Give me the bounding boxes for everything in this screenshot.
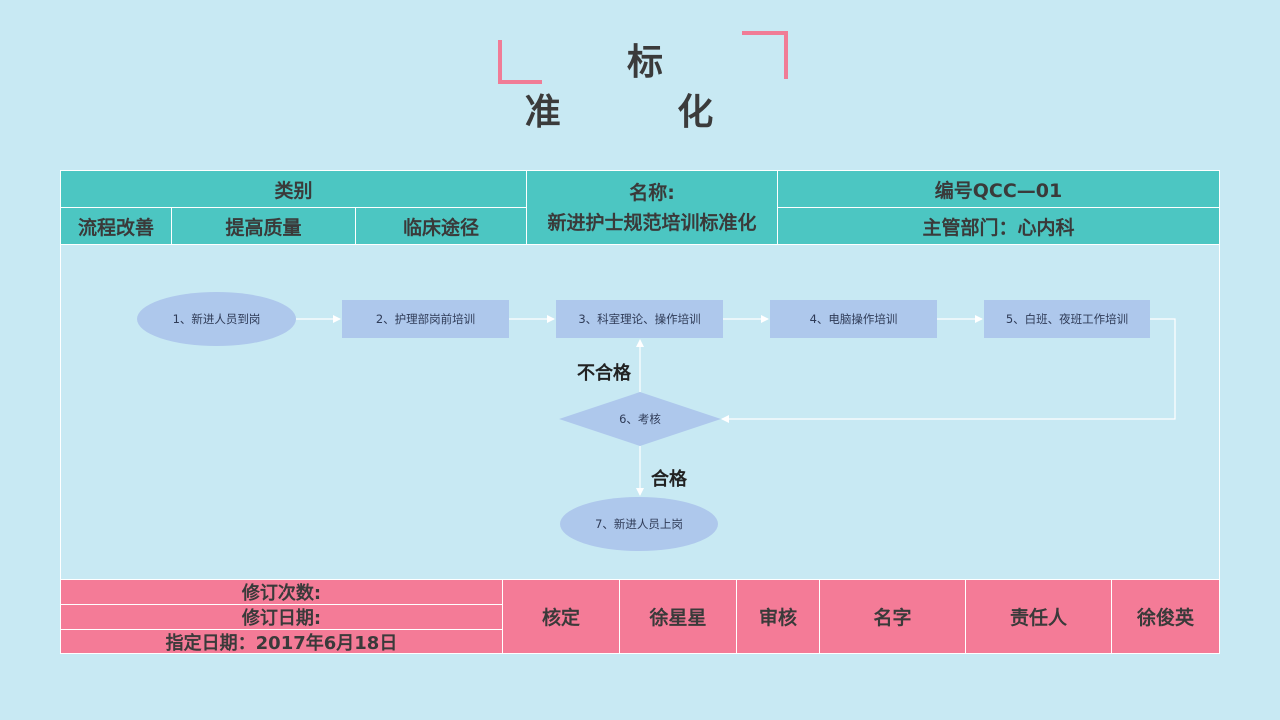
footer-verifier-name: 徐星星 — [619, 579, 737, 654]
department-cell: 主管部门：心内科 — [777, 207, 1220, 245]
step-2-pre-job-training: 2、护理部岗前培训 — [342, 300, 509, 338]
pass-label: 合格 — [651, 469, 687, 490]
revision-date: 修订日期: — [60, 604, 503, 630]
step-1-new-staff-arrival: 1、新进人员到岗 — [137, 292, 296, 346]
step-4-computer-training: 4、电脑操作培训 — [770, 300, 937, 338]
footer-responsible-label: 责任人 — [965, 579, 1112, 654]
footer-responsible-name: 徐俊英 — [1111, 579, 1220, 654]
page-title: 标 准 化 — [524, 42, 766, 133]
title-area: 标 准 化 — [0, 0, 1280, 133]
code-cell: 编号QCC—01 — [777, 170, 1220, 208]
name-value: 新进护士规范培训标准化 — [547, 211, 757, 234]
step-7-start-work: 7、新进人员上岗 — [560, 497, 718, 551]
name-label: 名称: — [629, 181, 675, 204]
title-bracket-left — [498, 40, 542, 84]
category-process-improvement: 流程改善 — [60, 207, 172, 245]
category-header: 类别 — [60, 170, 527, 208]
revision-count: 修订次数: — [60, 579, 503, 605]
title-bracket-right — [742, 31, 788, 79]
category-clinical-pathway: 临床途径 — [355, 207, 527, 245]
step-3-department-training: 3、科室理论、操作培训 — [556, 300, 723, 338]
step-5-shift-training: 5、白班、夜班工作培训 — [984, 300, 1150, 338]
step-6-assessment: 6、考核 — [619, 412, 661, 426]
footer-name-label: 名字 — [819, 579, 966, 654]
footer-verify-label: 核定 — [502, 579, 620, 654]
category-quality-improvement: 提高质量 — [171, 207, 356, 245]
name-cell: 名称: 新进护士规范培训标准化 — [526, 170, 778, 245]
footer-review-label: 审核 — [736, 579, 820, 654]
specified-date: 指定日期：2017年6月18日 — [60, 629, 503, 654]
fail-label: 不合格 — [577, 363, 631, 384]
step-6-diamond-shape — [559, 392, 721, 446]
